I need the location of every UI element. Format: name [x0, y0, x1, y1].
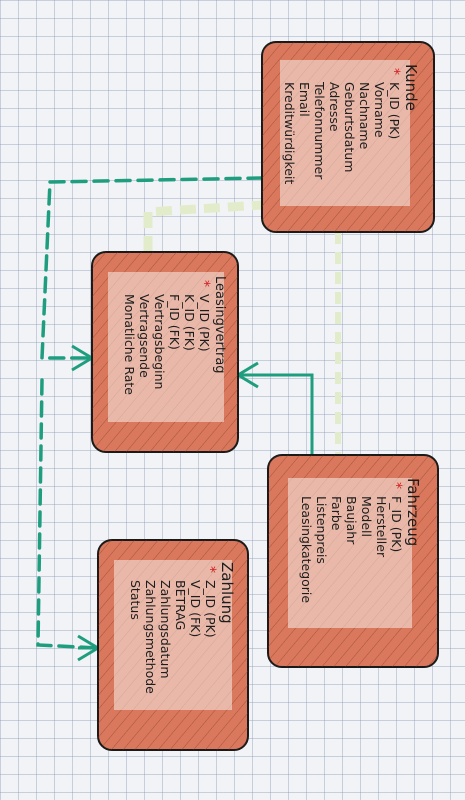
entity-kunde-attr-7: Kreditwürdigkeit — [282, 82, 297, 184]
entity-fahrzeug-attr-6: Leasingkategorie — [299, 496, 314, 603]
relation-kunde-leasingvertrag — [40, 176, 264, 360]
entity-kunde-attr-1: Vorname — [372, 82, 387, 138]
pk-marker-icon: * — [386, 68, 402, 75]
entity-kunde-attr-0: K_ID (PK) — [387, 82, 402, 139]
entity-zahlung-attr-1: V_ID (FK) — [188, 580, 203, 637]
pk-marker-icon: * — [202, 566, 218, 573]
entity-fahrzeug-text-panel — [288, 478, 412, 628]
entity-leasingvertrag-attr-4: Vertragsende — [137, 294, 152, 378]
entity-kunde-text-panel — [280, 60, 410, 206]
pk-marker-icon: * — [196, 280, 212, 287]
entity-zahlung-attr-2: BETRAG — [173, 580, 188, 630]
entity-kunde-title: Kunde — [402, 64, 420, 111]
relation-leasingvertrag-kunde-pale — [143, 200, 263, 252]
entity-zahlung-text-panel — [114, 560, 232, 710]
entity-kunde-attr-6: Email — [297, 82, 312, 117]
crowfoot-leasingvertrag — [71, 344, 93, 372]
entity-zahlung-attr-3: Zahlungsdatum — [158, 580, 173, 679]
entity-fahrzeug-attr-4: Farbe — [329, 496, 344, 531]
entity-fahrzeug-attr-0: F_ID (PK) — [389, 496, 404, 552]
entity-kunde-attr-3: Geburtsdatum — [342, 82, 357, 172]
pk-marker-icon: * — [388, 482, 404, 489]
entity-fahrzeug-title: Fahrzeug — [404, 478, 422, 546]
crowfoot-zahlung — [77, 634, 99, 662]
entity-leasingvertrag-attr-5: Monatliche Rate — [122, 294, 137, 395]
entity-kunde-attr-2: Nachname — [357, 82, 372, 150]
relation-fahrzeug-leasingvertrag — [236, 373, 314, 457]
entity-leasingvertrag-attr-0: V_ID (PK) — [197, 294, 212, 352]
entity-leasingvertrag-text-panel — [108, 272, 224, 422]
relation-leasingvertrag-zahlung — [36, 378, 100, 650]
entity-zahlung-attr-0: Z_ID (PK) — [203, 580, 218, 638]
entity-kunde-attr-4: Adresse — [327, 82, 342, 132]
entity-fahrzeug-attr-1: Hersteller — [374, 496, 389, 558]
entity-leasingvertrag: Leasingvertrag V_ID (PK) K_ID (FK) F_ID … — [91, 251, 239, 453]
crowfoot-leasingvertrag-fahrzeug — [237, 361, 259, 389]
entity-kunde-attr-5: Telefonnummer — [312, 81, 327, 180]
entity-leasingvertrag-attr-1: K_ID (FK) — [182, 294, 197, 351]
relationship-lines — [36, 176, 341, 662]
entity-fahrzeug: Fahrzeug F_ID (PK) Hersteller Modell Bau… — [267, 454, 439, 668]
entity-zahlung-attr-5: Status — [128, 580, 143, 620]
entity-leasingvertrag-attr-2: F_ID (FK) — [167, 294, 182, 350]
entity-fahrzeug-attr-2: Modell — [359, 496, 374, 537]
entity-fahrzeug-attr-5: Listenpreis — [314, 496, 329, 564]
entity-fahrzeug-attr-3: Baujahr — [344, 496, 359, 545]
entity-zahlung: Zahlung Z_ID (PK) V_ID (FK) BETRAG Zahlu… — [97, 539, 249, 751]
entity-leasingvertrag-title: Leasingvertrag — [212, 276, 227, 374]
entity-zahlung-attr-4: Zahlungsmethode — [143, 580, 158, 694]
entity-zahlung-title: Zahlung — [218, 562, 236, 624]
entity-leasingvertrag-attr-3: Vertragsbeginn — [152, 294, 167, 389]
entity-kunde: Kunde K_ID (PK) Vorname Nachname Geburts… — [261, 41, 435, 233]
